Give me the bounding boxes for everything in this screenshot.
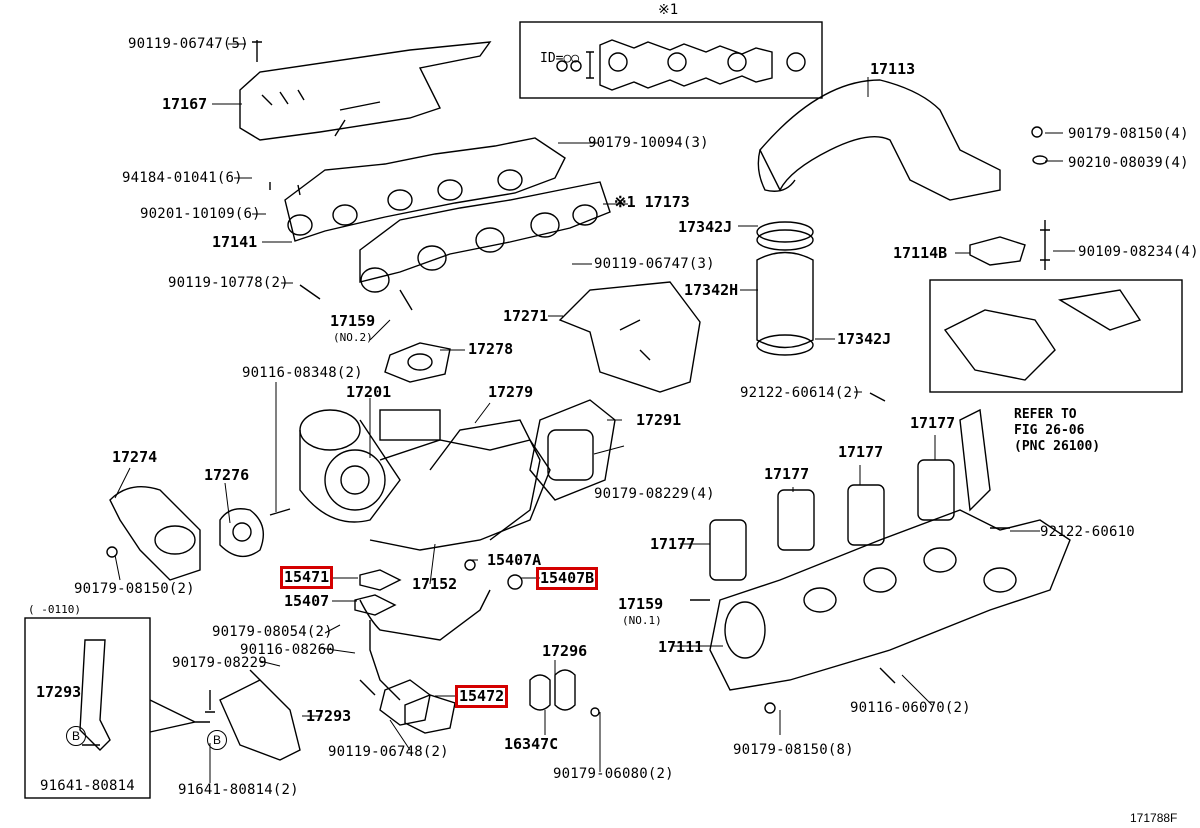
label-90179-08150-2: 90179-08150(2) — [74, 581, 195, 597]
label-92122-60614: 92122-60614(2) — [740, 385, 861, 401]
label-17293-inset: 17293 — [36, 683, 82, 701]
oil-pipe — [359, 589, 491, 701]
gasket-17177-b — [777, 489, 815, 551]
label-17342J-a: 17342J — [678, 218, 733, 236]
intake-pipe-17113 — [759, 79, 1001, 201]
inset-box — [24, 617, 151, 799]
label-90179-06080: 90179-06080(2) — [553, 766, 674, 782]
label-91641-80814: 91641-80814 — [40, 778, 135, 794]
label-17114B: 17114B — [893, 244, 948, 262]
label-90179-08150-8: 90179-08150(8) — [733, 742, 854, 758]
refer-line-1: REFER TO — [1014, 407, 1077, 422]
label-90116-06070: 90116-06070(2) — [850, 700, 971, 716]
intake-manifold-17111 — [709, 509, 1071, 691]
diagram-code: 171788F — [1130, 811, 1178, 825]
b-mark: B — [207, 730, 227, 750]
insulator-17271 — [558, 281, 701, 393]
label-17173: ※1 17173 — [614, 193, 690, 211]
label-90119-06747-3: 90119-06747(3) — [594, 256, 715, 272]
refer-line-3: (PNC 26100) — [1014, 439, 1101, 454]
gasket-17276 — [219, 508, 264, 558]
gasket-17177-c — [847, 484, 885, 546]
label-17278: 17278 — [468, 340, 514, 358]
label-90179-08054: 90179-08054(2) — [212, 624, 333, 640]
label-90179-08229: 90179-08229 — [172, 655, 267, 671]
gasket-17173 — [359, 181, 611, 283]
turbocharger-17201 — [299, 409, 551, 551]
label-90210-08039: 90210-08039(4) — [1068, 155, 1189, 171]
label-90201-10109: 90201-10109(6) — [140, 206, 261, 222]
label-90179-08229-4: 90179-08229(4) — [594, 486, 715, 502]
label-17152: 17152 — [412, 575, 458, 593]
refer-line-2: FIG 26-06 — [1014, 423, 1085, 438]
label-17177-b: 17177 — [764, 465, 810, 483]
label-90179-10094: 90179-10094(3) — [588, 135, 709, 151]
label-17177-a: 17177 — [650, 535, 696, 553]
clamp-17342J-bottom — [756, 334, 814, 356]
label-17159-no1: 17159 — [618, 595, 664, 613]
label-17111: 17111 — [658, 638, 704, 656]
label-90179-08150-4: 90179-08150(4) — [1068, 126, 1189, 142]
label-17113: 17113 — [870, 60, 916, 78]
label-90109-08234: 90109-08234(4) — [1078, 244, 1199, 260]
label-17342J-b: 17342J — [837, 330, 892, 348]
label-17271: 17271 — [503, 307, 549, 325]
label-90119-10778: 90119-10778(2) — [168, 275, 289, 291]
label-17279: 17279 — [488, 383, 534, 401]
label-16347C: 16347C — [504, 735, 559, 753]
label-17177-d: 17177 — [910, 414, 956, 432]
label-17177-c: 17177 — [838, 443, 884, 461]
pipe-17291 — [529, 399, 616, 501]
label-90116-08260: 90116-08260 — [240, 642, 335, 658]
exhaust-manifold-17141 — [284, 137, 566, 242]
clamp-17342J-top — [756, 221, 814, 243]
label-no2: (NO.2) — [333, 331, 373, 344]
heat-shield-17167 — [239, 41, 492, 141]
label-17159-no2: 17159 — [330, 312, 376, 330]
label-15471-highlighted[interactable]: 15471 — [279, 566, 334, 589]
label-15407: 15407 — [284, 592, 330, 610]
bracket-17293 — [219, 679, 301, 761]
label-17291: 17291 — [636, 411, 682, 429]
label-90119-06747-5: 90119-06747(5) — [128, 36, 249, 52]
gasket-17278 — [384, 342, 451, 383]
label-17274: 17274 — [112, 448, 158, 466]
label-92122-60610: 92122-60610 — [1040, 524, 1135, 540]
gasket-inset-box — [519, 21, 823, 99]
hose-17342H — [756, 251, 814, 349]
label-17342H: 17342H — [684, 281, 739, 299]
refer-box — [929, 279, 1183, 393]
label-17141: 17141 — [212, 233, 258, 251]
label-17276: 17276 — [204, 466, 250, 484]
b-mark-inset: B — [66, 726, 86, 746]
bracket-17111 — [959, 408, 991, 512]
label-17293: 17293 — [306, 707, 352, 725]
gasket-17177-d — [917, 459, 955, 521]
label-no1: (NO.1) — [622, 614, 662, 627]
gasket-inset-label: ID=○○ — [540, 51, 580, 66]
label-94184-01041: 94184-01041(6) — [122, 170, 243, 186]
label-15472-highlighted[interactable]: 15472 — [454, 685, 509, 708]
label-17296: 17296 — [542, 642, 588, 660]
elbow-17274 — [109, 486, 201, 581]
gasket-17177-a — [709, 519, 747, 581]
label-91641-80814-2: 91641-80814(2) — [178, 782, 299, 798]
label-15407B-highlighted[interactable]: 15407B — [535, 567, 599, 590]
inset-range: ( -0110) — [28, 603, 81, 616]
top-symbol: ※1 — [658, 2, 679, 18]
label-17201: 17201 — [346, 383, 392, 401]
refer-note: REFER TO FIG 26-06 (PNC 26100) — [1014, 407, 1100, 455]
gasket-17296 — [529, 674, 551, 711]
label-17167: 17167 — [162, 95, 208, 113]
label-90116-08348: 90116-08348(2) — [242, 365, 363, 381]
gasket-15472 — [379, 679, 431, 726]
gasket-17114B — [969, 236, 1026, 266]
label-15407A: 15407A — [487, 551, 542, 569]
label-90119-06748: 90119-06748(2) — [328, 744, 449, 760]
